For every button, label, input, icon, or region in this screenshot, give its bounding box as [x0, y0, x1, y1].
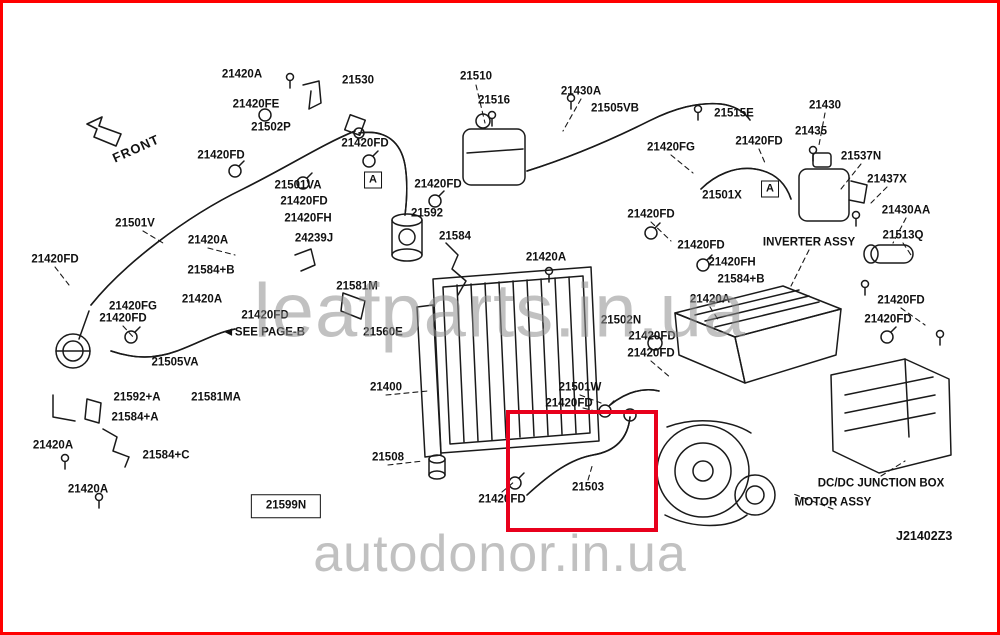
radiator-art: [416, 266, 600, 480]
misc-bracket-art: [258, 80, 663, 422]
left-canister-art: [52, 310, 130, 468]
motor-art: [656, 420, 776, 527]
hose-art: [91, 104, 791, 495]
bolt-icons: [60, 72, 945, 509]
inverter-art: [674, 285, 842, 384]
thermostat-art: [391, 213, 423, 262]
front-direction-indicator: FRONT: [77, 111, 187, 181]
leader-lines: [54, 84, 926, 510]
right-reservoir-art: [798, 152, 868, 222]
diagram-code: J21402Z3: [896, 529, 953, 543]
highlight-box-21503: [506, 410, 658, 532]
front-arrow-icon: [86, 116, 122, 147]
dcdc-junction-box-art: [830, 358, 952, 474]
small-cylinder-art: [863, 244, 914, 264]
reservoir-tank-art: [462, 113, 526, 186]
diagram-line-art: [52, 72, 952, 527]
